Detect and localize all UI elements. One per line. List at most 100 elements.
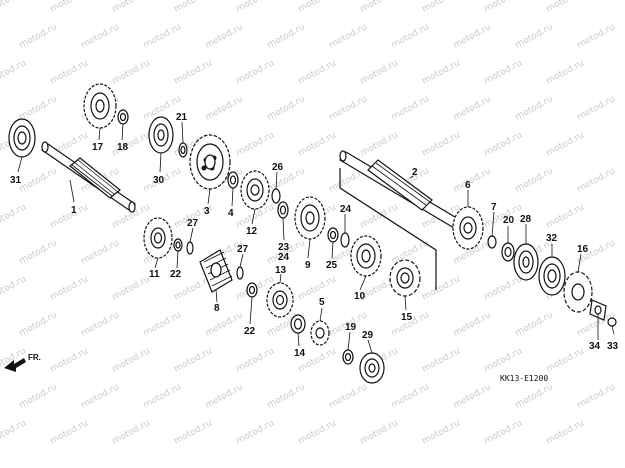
callout-5: 5 — [319, 297, 325, 308]
washer-21 — [178, 142, 188, 158]
watermark-text: motod.ru — [142, 382, 183, 410]
watermark-text: motod.ru — [0, 274, 28, 302]
watermark-text: motod.ru — [80, 310, 121, 338]
watermark-text: motod.ru — [142, 310, 183, 338]
watermark-text: motod.ru — [390, 382, 431, 410]
watermark-text: motod.ru — [80, 382, 121, 410]
callout-25: 25 — [326, 260, 338, 271]
watermark-text: motod.ru — [328, 22, 369, 50]
watermark-text: motod.ru — [359, 58, 400, 86]
callout-33: 33 — [607, 341, 619, 352]
watermark-text: motod.ru — [576, 382, 617, 410]
callout-3: 3 — [204, 206, 210, 217]
callout-26: 26 — [272, 162, 284, 173]
circlip-24 — [340, 232, 350, 248]
watermark-text: motod.ru — [297, 58, 338, 86]
front-direction-indicator: FR. — [4, 353, 41, 372]
callout-22-upper: 22 — [170, 269, 182, 280]
callout-23: 23 — [278, 242, 290, 253]
watermark-text: motod.ru — [18, 382, 59, 410]
watermark-text: motod.ru — [297, 418, 338, 446]
watermark-text: motod.ru — [173, 58, 214, 86]
watermark-text: motod.ru — [49, 202, 90, 230]
watermark-text: motod.ru — [18, 94, 59, 122]
callout-30: 30 — [153, 175, 165, 186]
bearing-30 — [148, 116, 174, 154]
watermark-text: motod.ru — [204, 22, 245, 50]
watermark-text: motod.ru — [452, 310, 493, 338]
watermark-text: motod.ru — [576, 94, 617, 122]
gear-8 — [199, 249, 233, 293]
watermark-text: motod.ru — [0, 202, 28, 230]
callout-2: 2 — [412, 167, 418, 178]
watermark-text: motod.ru — [514, 94, 555, 122]
callout-18: 18 — [117, 142, 129, 153]
watermark-text: motod.ru — [514, 382, 555, 410]
callout-32: 32 — [546, 233, 558, 244]
watermark-text: motod.ru — [421, 130, 462, 158]
leader-lines — [17, 121, 599, 354]
washer-22-lower — [246, 282, 258, 298]
bolt-33 — [607, 317, 617, 335]
watermark-text: motod.ru — [452, 166, 493, 194]
watermark-text: motod.ru — [545, 58, 586, 86]
watermark-text: motod.ru — [0, 58, 28, 86]
callout-14: 14 — [294, 348, 306, 359]
gear-9 — [294, 196, 326, 240]
watermark-text: motod.ru — [359, 0, 400, 15]
watermark-text: motod.ru — [576, 166, 617, 194]
gear-5 — [310, 320, 330, 346]
watermark-text: motod.ru — [142, 22, 183, 50]
gear-6 — [452, 206, 484, 250]
watermark-text: motod.ru — [328, 382, 369, 410]
watermark-text: motod.ru — [111, 0, 152, 15]
watermark-text: motod.ru — [576, 22, 617, 50]
watermark-text: motod.ru — [328, 94, 369, 122]
watermark-text: motod.ru — [49, 274, 90, 302]
watermark-text: motod.ru — [421, 346, 462, 374]
watermark-text: motod.ru — [514, 310, 555, 338]
callout-27-upper: 27 — [187, 218, 199, 229]
gear-12 — [240, 170, 270, 210]
watermark-text: motod.ru — [297, 0, 338, 15]
watermark-text: motod.ru — [483, 0, 524, 15]
collar-4 — [227, 171, 239, 189]
callout-24-lower: 24 — [278, 252, 290, 263]
washer-22-upper — [173, 238, 183, 252]
watermark-text: motod.ru — [18, 166, 59, 194]
watermark-text: motod.ru — [514, 166, 555, 194]
gear-10 — [350, 235, 382, 277]
gear-11 — [143, 217, 173, 259]
callout-13: 13 — [275, 265, 287, 276]
callout-8: 8 — [214, 303, 220, 314]
watermark-text: motod.ru — [235, 346, 276, 374]
watermark-text: motod.ru — [235, 0, 276, 15]
watermark-text: motod.ru — [545, 130, 586, 158]
bushing-14 — [290, 314, 306, 334]
watermark-text: motod.ru — [266, 22, 307, 50]
washer-19 — [342, 349, 354, 365]
watermark-text: motod.ru — [421, 0, 462, 15]
watermark-text: motod.ru — [483, 418, 524, 446]
watermark-text: motod.ru — [111, 58, 152, 86]
washer-23 — [277, 201, 289, 219]
bearing-28 — [513, 243, 539, 281]
figure-code: KK13-E1200 — [500, 374, 548, 383]
gear-13 — [266, 282, 294, 318]
gear-3 — [189, 134, 231, 190]
callout-24-upper: 24 — [340, 204, 352, 215]
watermark-text: motod.ru — [235, 130, 276, 158]
watermark-text: motod.ru — [0, 0, 28, 15]
callout-12: 12 — [246, 226, 258, 237]
callout-6: 6 — [465, 180, 471, 191]
callout-7: 7 — [491, 202, 497, 213]
callout-labels: 1 2 3 4 5 6 7 8 9 10 11 12 13 14 15 16 1… — [10, 112, 619, 359]
watermark-text: motod.ru — [545, 418, 586, 446]
watermark-text: motod.ru — [359, 202, 400, 230]
callout-19: 19 — [345, 322, 357, 333]
watermark-text: motod.ru — [545, 202, 586, 230]
watermark-text: motod.ru — [483, 274, 524, 302]
watermark-text: motod.ru — [0, 418, 28, 446]
callout-31: 31 — [10, 175, 22, 186]
watermark-text: motod.ru — [297, 274, 338, 302]
